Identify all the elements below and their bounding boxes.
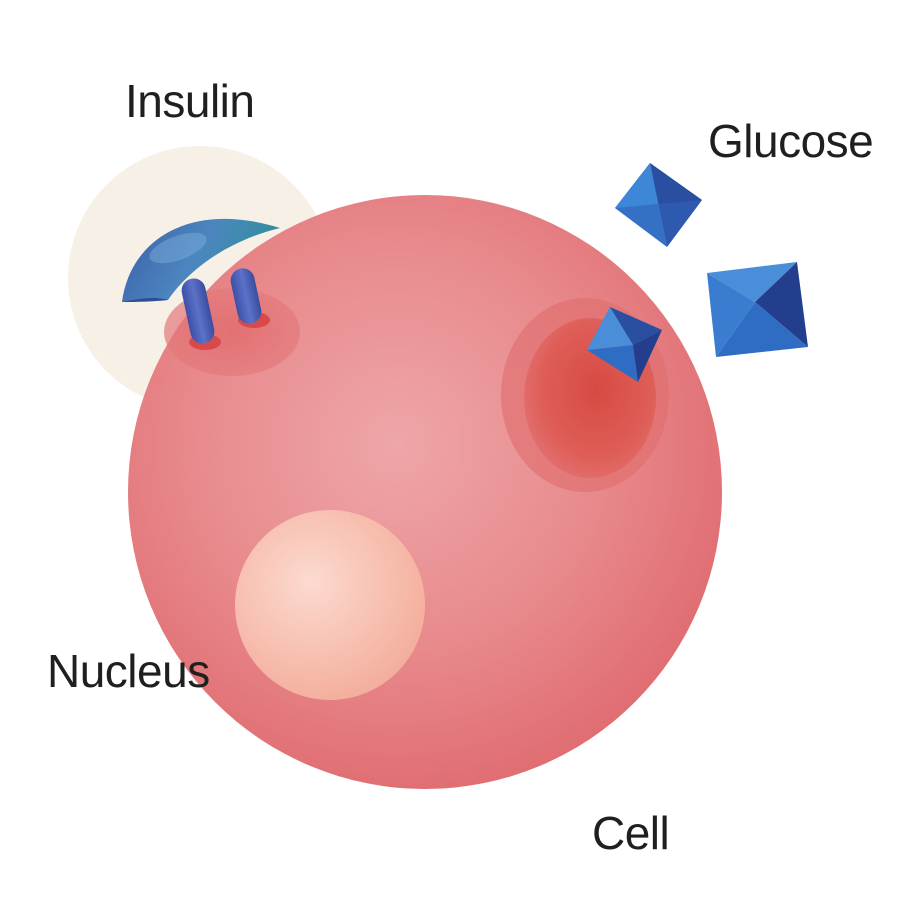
glucose-crystal-icon <box>615 163 702 247</box>
cell-label: Cell <box>592 806 669 860</box>
nucleus-icon <box>235 510 425 700</box>
insulin-label: Insulin <box>125 74 254 128</box>
glucose-label: Glucose <box>708 114 873 168</box>
nucleus-label: Nucleus <box>47 644 210 698</box>
glucose-crystal-icon-large <box>707 262 808 357</box>
cell-icon <box>128 195 722 789</box>
